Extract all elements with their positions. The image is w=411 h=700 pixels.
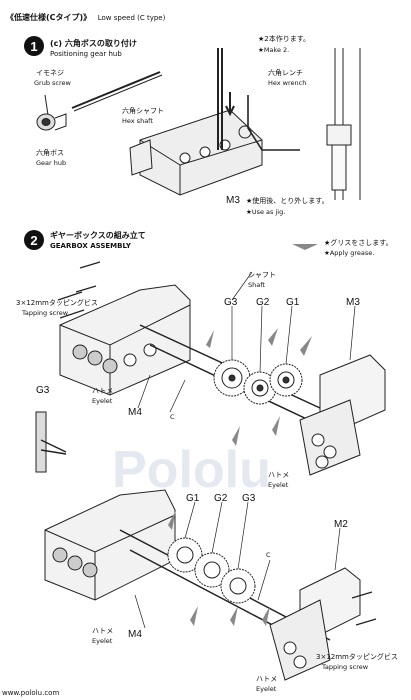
grub-screw-label-jp: イモネジ: [36, 69, 64, 77]
step-2-title-en: GEARBOX ASSEMBLY: [50, 242, 131, 250]
label-m3-top: M3: [346, 297, 360, 308]
tapping-screws-bottom: [351, 591, 377, 626]
step-2-number: 2: [24, 230, 44, 250]
label-g2-bottom: G2: [214, 493, 228, 504]
use-as-jig-en: ★Use as jig.: [246, 208, 286, 216]
footer-url: www.pololu.com: [2, 689, 60, 697]
tapping-screw-bottom-jp: 3×12mmタッピングビス: [316, 653, 398, 661]
step-1-title-en: Positioning gear hub: [50, 50, 122, 58]
motor-bracket-m3: [299, 354, 386, 476]
gear-g3-side-view: [35, 411, 67, 473]
eyelet-label-jp-1: ハトメ: [92, 387, 114, 395]
gearbox-bottom-assembly: [44, 489, 176, 601]
eyelet-label-en-2: Eyelet: [268, 481, 289, 489]
grub-screw-leader: [44, 94, 49, 116]
gear-hub-label-jp: 六角ボス: [36, 149, 64, 157]
label-g3-bottom: G3: [242, 493, 256, 504]
label-g1-top: G1: [286, 297, 300, 308]
motor-bracket-m2: [269, 567, 361, 681]
grease-note-jp: ★グリスをさします。: [324, 239, 393, 247]
hex-wrench-label-jp: 六角レンチ: [268, 69, 303, 77]
shaft-closeup: [326, 48, 361, 200]
watermark: Pololu: [112, 441, 271, 499]
header-title-jp: 《低速仕様(Cタイプ)》: [6, 13, 92, 22]
eyelet-label-en-4: Eyelet: [256, 685, 277, 693]
down-arrow: [225, 92, 235, 117]
gear-g3-bottom: [220, 568, 256, 604]
hex-wrench-drawing: [247, 95, 300, 151]
header-title-en: Low speed (C type): [97, 14, 166, 22]
eyelet-label-en-1: Eyelet: [92, 397, 113, 405]
eyelet-label-jp-4: ハトメ: [256, 675, 278, 683]
label-m2: M2: [334, 519, 348, 530]
hex-shaft-drawing: [71, 71, 161, 109]
gear-g1-drawing: [269, 363, 303, 397]
label-m4-top: M4: [128, 407, 142, 418]
tapping-screw-label-jp: 3×12mmタッピングビス: [16, 299, 98, 307]
step-1-number: 1: [24, 36, 44, 56]
label-c-top: C: [170, 413, 175, 421]
label-c-bottom: C: [266, 551, 271, 559]
shaft-label-jp: シャフト: [248, 271, 276, 279]
hex-wrench-label-en: Hex wrench: [268, 79, 307, 87]
grub-screw-label-en: Grub screw: [34, 79, 71, 87]
hex-shaft-label-en: Hex shaft: [122, 117, 153, 125]
grease-note-en: ★Apply grease.: [324, 249, 375, 257]
page-header: 《低速仕様(Cタイプ)》 Low speed (C type): [6, 14, 165, 22]
make-two-en: ★Make 2.: [258, 46, 290, 54]
label-g2-top: G2: [256, 297, 270, 308]
m3-label-step1: M3: [226, 195, 240, 206]
gear-hub-label-en: Gear hub: [36, 159, 67, 167]
hex-shaft-label-jp: 六角シャフト: [122, 107, 164, 115]
shaft-label-en: Shaft: [248, 281, 265, 289]
eyelet-label-jp-2: ハトメ: [268, 471, 290, 479]
tapping-screw-label-en: Tapping screw: [22, 309, 69, 317]
tapping-screw-bottom-en: Tapping screw: [322, 663, 369, 671]
grease-marks: [168, 244, 318, 626]
step-2-title-jp: ギヤーボックスの組み立て: [50, 231, 146, 240]
eyelet-label-en-3: Eyelet: [92, 637, 113, 645]
make-two-jp: ★2本作ります。: [258, 35, 311, 43]
label-m4-bottom: M4: [128, 629, 142, 640]
label-g3-side: G3: [36, 385, 50, 396]
use-as-jig-jp: ★使用後、とり外します。: [246, 197, 329, 205]
label-g3-top: G3: [224, 297, 238, 308]
tapping-screws: [57, 261, 101, 319]
gearbox-top-assembly: [59, 284, 191, 396]
label-g1-bottom: G1: [186, 493, 200, 504]
step-1-title-jp: (c) 六角ボスの取り付け: [50, 39, 137, 48]
eyelet-label-jp-3: ハトメ: [92, 627, 114, 635]
gear-hub-drawing: [36, 113, 67, 131]
